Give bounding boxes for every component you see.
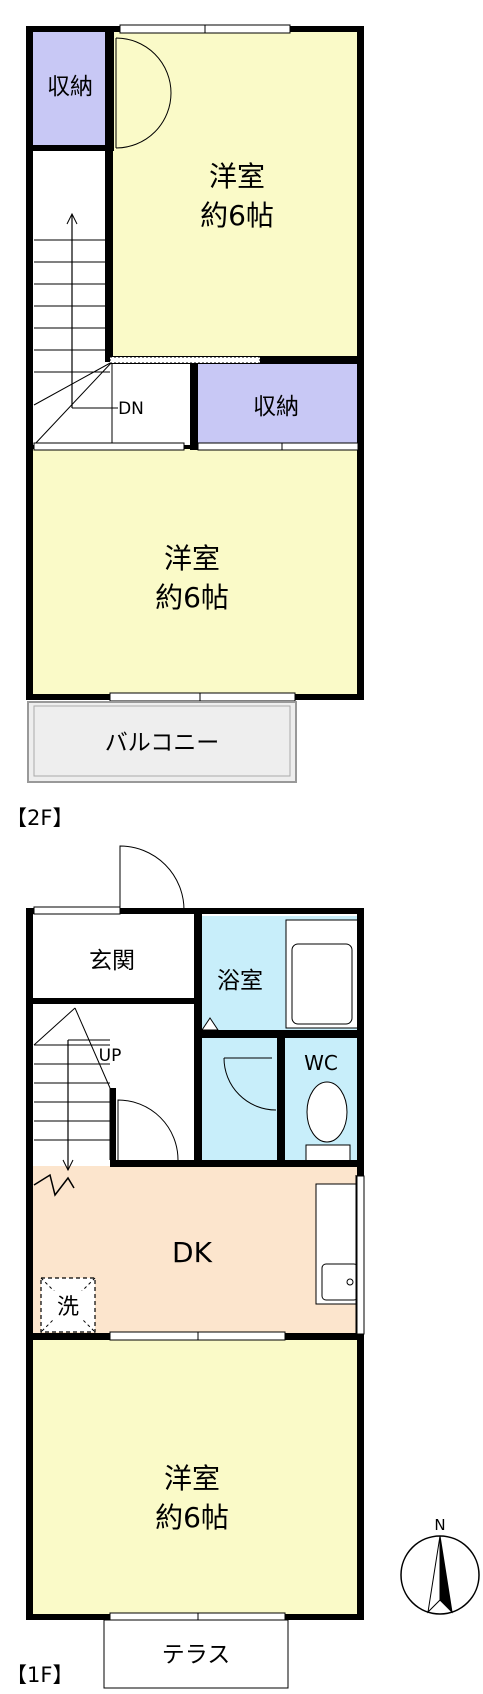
room-1f-size: 約6帖 xyxy=(155,1501,229,1534)
balcony-label: バルコニー xyxy=(105,730,220,756)
washer-space xyxy=(40,1277,96,1333)
wc-label: WC xyxy=(304,1051,338,1075)
stairs-up-label: UP xyxy=(99,1046,122,1066)
storage-2f-mid-label: 収納 xyxy=(253,394,299,420)
room-2f-south xyxy=(30,448,360,696)
room-2f-north xyxy=(110,30,360,360)
bath-corridor-1f xyxy=(198,1036,280,1162)
toilet xyxy=(305,1081,351,1162)
compass-icon: N xyxy=(400,1516,480,1615)
bathroom-label: 浴室 xyxy=(217,968,263,994)
terrace-label: テラス xyxy=(162,1642,231,1668)
stairs-2f xyxy=(33,212,118,446)
floor-1f-label: 【1F】 xyxy=(6,1663,73,1687)
storage-2f-nw xyxy=(30,30,110,148)
storage-2f-nw-label: 収納 xyxy=(47,74,93,100)
floor-2f-label: 【2F】 xyxy=(6,806,73,830)
dk-label: DK xyxy=(172,1236,213,1269)
room-1f xyxy=(30,1338,360,1620)
terrace-1f xyxy=(103,1619,289,1689)
bathtub xyxy=(285,919,359,1029)
compass-north-label: N xyxy=(434,1516,445,1534)
entrance-door xyxy=(119,845,185,911)
room-2f-north-size: 約6帖 xyxy=(200,199,274,232)
room-2f-south-size: 約6帖 xyxy=(155,581,229,614)
storage-2f-mid xyxy=(195,364,360,446)
floor-2f: 収納 洋室 約6帖 DN 収納 洋室 約6帖 バルコニー 【2F】 xyxy=(6,24,364,830)
washer-label: 洗 xyxy=(57,1295,79,1320)
room-2f-south-name: 洋室 xyxy=(164,542,220,575)
floor-1f: 玄関 浴室 UP WC DK 洗 洋室 約6帖 テラス 【1F】 xyxy=(6,845,365,1689)
entrance-label: 玄関 xyxy=(89,948,135,974)
closet-doors-2f xyxy=(115,37,172,149)
room-2f-north-name: 洋室 xyxy=(209,160,265,193)
room-1f-name: 洋室 xyxy=(164,1462,220,1495)
stairs-dn-label: DN xyxy=(118,399,144,419)
kitchen-counter xyxy=(315,1175,361,1338)
